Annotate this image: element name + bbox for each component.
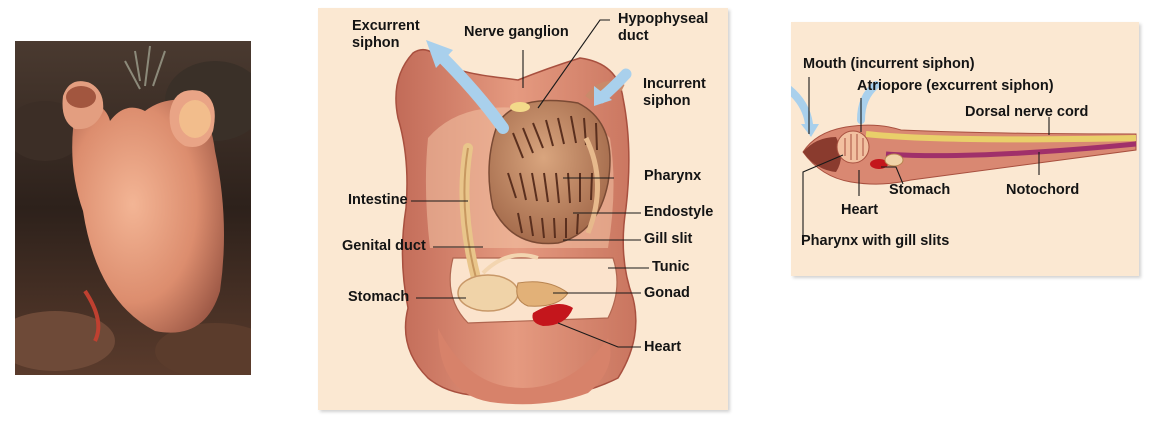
label-incurrent-siphon: Incurrent siphon — [643, 76, 706, 110]
label-incurrent-siphon-line2: siphon — [643, 93, 691, 109]
label-hypophyseal-duct-line2: duct — [618, 28, 649, 44]
label-excurrent-siphon-line2: siphon — [352, 35, 400, 51]
sea-squirt-photo-image — [15, 41, 251, 375]
label-nerve-ganglion: Nerve ganglion — [464, 24, 569, 40]
label-genital-duct: Genital duct — [342, 238, 426, 254]
label-gill-slit: Gill slit — [644, 231, 693, 247]
label-mouth-incurrent-siphon: Mouth (incurrent siphon) — [803, 56, 975, 72]
label-tunic: Tunic — [652, 259, 690, 275]
label-notochord: Notochord — [1006, 182, 1080, 198]
adult-anatomy-illustration — [395, 19, 649, 405]
label-dorsal-nerve-cord: Dorsal nerve cord — [965, 104, 1089, 120]
label-endostyle: Endostyle — [644, 204, 714, 220]
label-pharynx-with-gill-slits: Pharynx with gill slits — [801, 233, 950, 249]
label-incurrent-siphon-line1: Incurrent — [643, 76, 706, 92]
label-atriopore-excurrent-siphon: Atriopore (excurrent siphon) — [857, 78, 1054, 94]
label-hypophyseal-duct-line1: Hypophyseal — [618, 11, 709, 27]
label-heart: Heart — [644, 339, 682, 355]
label-excurrent-siphon: Excurrent siphon — [352, 18, 420, 52]
label-intestine: Intestine — [348, 192, 408, 208]
adult-tunicate-diagram: Excurrent siphon Nerve ganglion Hypophys… — [318, 8, 728, 410]
label-stomach: Stomach — [348, 289, 410, 305]
label-pharynx: Pharynx — [644, 168, 702, 184]
label-excurrent-siphon-line1: Excurrent — [352, 18, 420, 34]
label-larva-heart: Heart — [841, 202, 879, 218]
larva-tunicate-diagram: Mouth (incurrent siphon) Atriopore (excu… — [791, 22, 1139, 276]
sea-squirt-photo — [15, 41, 251, 375]
larva-anatomy-illustration — [791, 77, 1137, 240]
label-gonad: Gonad — [644, 285, 690, 301]
label-hypophyseal-duct: Hypophyseal duct — [618, 11, 708, 45]
label-larva-stomach: Stomach — [889, 182, 951, 198]
